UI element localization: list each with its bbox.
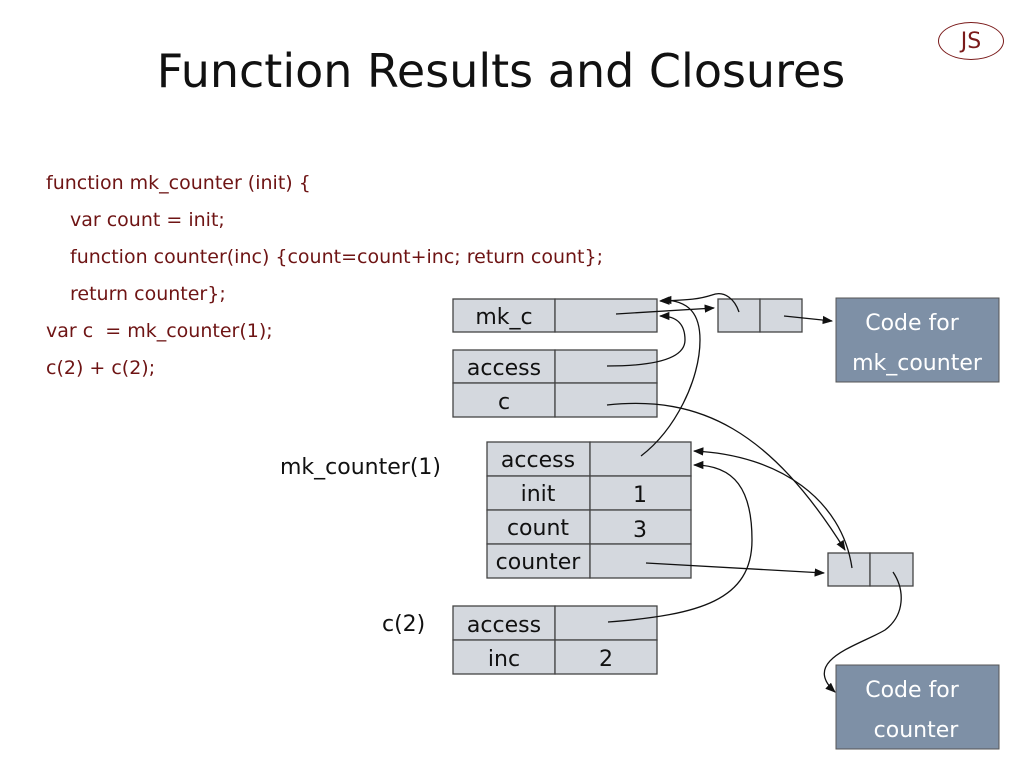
- code-for-mk-counter-box: Code for mk_counter: [835, 297, 1000, 383]
- global-frame-value-cell: [554, 298, 658, 333]
- code-line: c(2) + c(2);: [46, 357, 156, 379]
- mk-counter-value-cell: [589, 543, 692, 579]
- code-line: var count = init;: [70, 209, 225, 231]
- code-line: function mk_counter (init) {: [46, 172, 311, 194]
- code-box-line2: mk_counter: [852, 351, 983, 376]
- c2-inc-value: 2: [599, 647, 613, 672]
- c2-frame: access inc 2: [452, 605, 658, 675]
- js-badge: JS: [938, 22, 1004, 60]
- c2-frame-label: c(2): [382, 612, 425, 637]
- arrow-c2-access-to-mk-counter-frame: [607, 460, 753, 623]
- arrow-closure-env-to-global: [658, 293, 740, 313]
- page-title: Function Results and Closures: [156, 44, 846, 98]
- c-activation-value-cell: [554, 349, 658, 384]
- c2-name-cell: [452, 639, 556, 675]
- mk-counter-name-cell: [486, 475, 591, 511]
- js-badge-label: JS: [960, 28, 982, 54]
- counter-closure: [827, 552, 914, 587]
- mk-counter-name-cell: [486, 509, 591, 545]
- arrow-access-to-global: [606, 311, 686, 367]
- c2-access-label: access: [467, 613, 541, 638]
- arrow-counter-env-to-mk-counter-frame: [692, 447, 853, 569]
- code-box-line1: Code for: [865, 311, 960, 336]
- mk-counter-closure: [717, 298, 803, 333]
- code-box-line1: Code for: [865, 678, 960, 703]
- arrow-counter-to-closure: [645, 562, 826, 577]
- mk-counter-frame: access init 1 count 3 counter: [486, 441, 692, 579]
- arrow-mk-counter-access-to-global: [640, 295, 701, 457]
- code-line: return counter};: [70, 283, 226, 305]
- code-for-counter-box: Code for counter: [835, 664, 1000, 750]
- c2-value-cell: [554, 605, 658, 641]
- c2-inc-label: inc: [488, 647, 520, 672]
- mk-counter-name-cell: [486, 543, 591, 579]
- c2-value-cell: [554, 639, 658, 675]
- c-activation-c-label: c: [498, 390, 510, 415]
- mk-counter-frame-label: mk_counter(1): [280, 455, 441, 480]
- mk-counter-counter-label: counter: [496, 550, 582, 575]
- code-block: function mk_counter (init) { var count =…: [46, 168, 603, 390]
- arrow-closure-to-mk-counter-code: [783, 315, 834, 325]
- arrow-c-to-counter-closure: [606, 402, 846, 551]
- code-line: function counter(inc) {count=count+inc; …: [70, 246, 603, 268]
- arrow-mk-c-to-closure: [615, 304, 716, 315]
- mk-counter-count-label: count: [507, 516, 569, 541]
- mk-counter-init-value: 1: [633, 483, 647, 508]
- mk-counter-access-label: access: [501, 448, 575, 473]
- global-frame: mk_c: [452, 298, 658, 333]
- mk-counter-value-cell: [589, 509, 692, 545]
- mk-counter-name-cell: [486, 441, 591, 477]
- c-activation-value-cell: [554, 382, 658, 418]
- pointer-arrows: [606, 293, 902, 693]
- global-frame-mk-c-label: mk_c: [475, 305, 532, 330]
- mk-counter-value-cell: [589, 441, 692, 477]
- mk-counter-init-label: init: [521, 482, 556, 507]
- code-line: var c = mk_counter(1);: [46, 320, 273, 342]
- closure-code-cell: [759, 298, 803, 333]
- mk-counter-value-cell: [589, 475, 692, 511]
- mk-counter-count-value: 3: [633, 518, 647, 543]
- closure-env-cell: [827, 552, 871, 587]
- c-activation-access-label: access: [467, 356, 541, 381]
- code-box: [835, 297, 1000, 383]
- c-activation-name-cell: [452, 349, 556, 384]
- code-box-line2: counter: [874, 718, 960, 743]
- code-box: [835, 664, 1000, 750]
- arrow-counter-closure-to-code: [823, 571, 902, 693]
- closure-env-cell: [717, 298, 761, 333]
- c-activation-frame: access c: [452, 349, 658, 418]
- closure-code-cell: [869, 552, 914, 587]
